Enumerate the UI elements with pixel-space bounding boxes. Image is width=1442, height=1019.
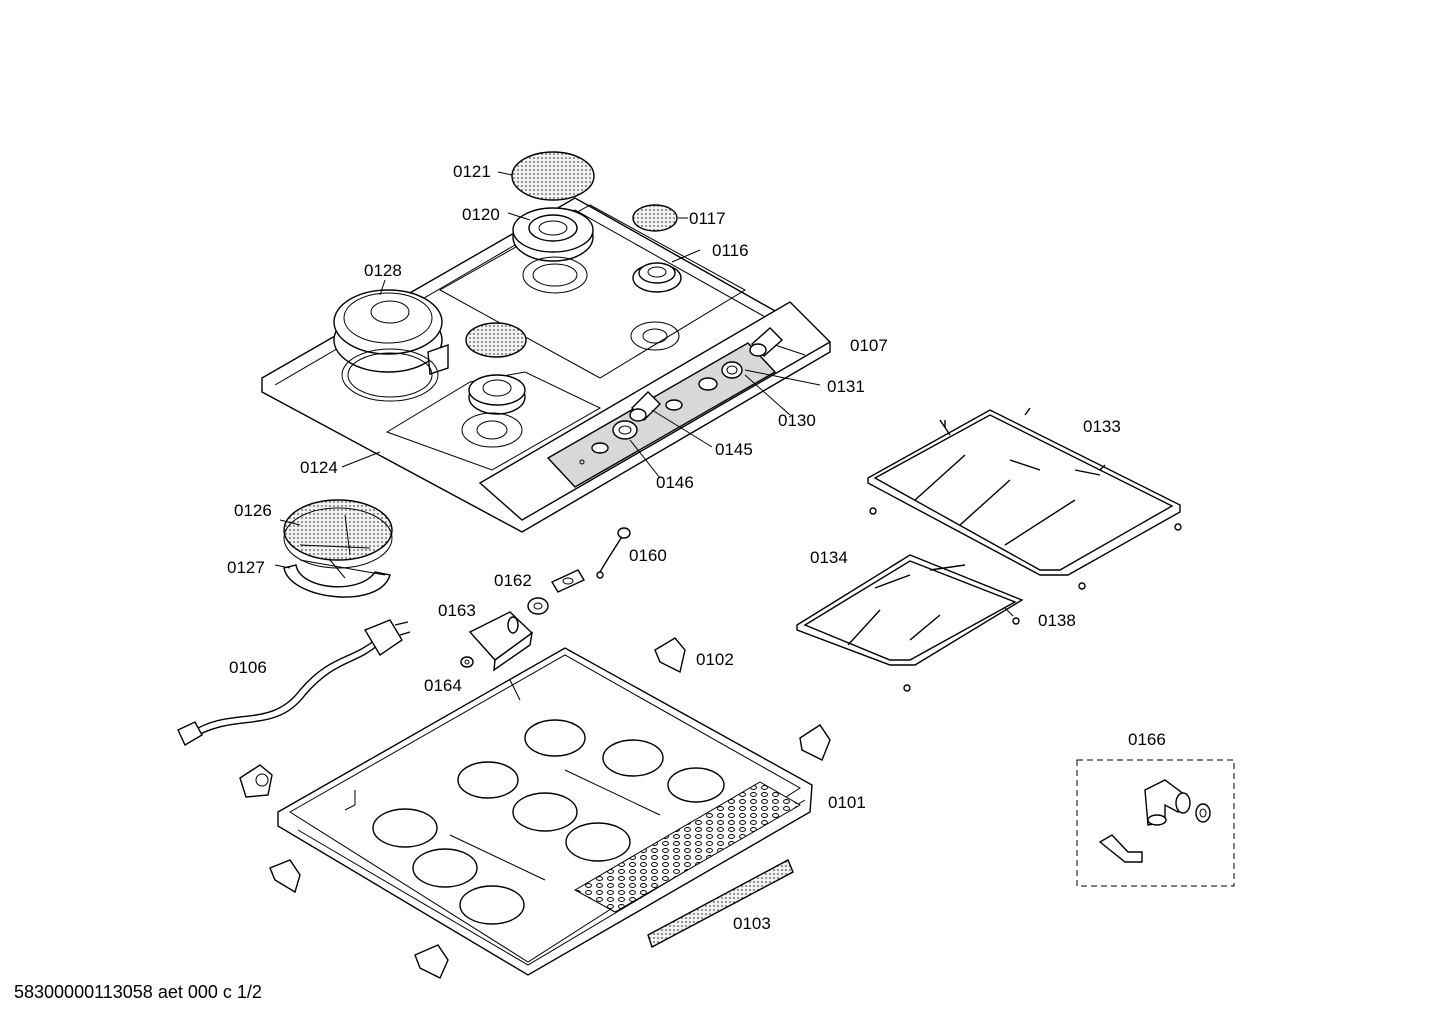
label-0127: 0127 bbox=[227, 558, 265, 577]
drawing-reference-footer: 58300000113058 aet 000 c 1/2 bbox=[14, 982, 262, 1002]
ignition-socket bbox=[239, 764, 273, 798]
clip-left bbox=[269, 859, 301, 894]
label-0146: 0146 bbox=[656, 473, 694, 492]
knob-0131 bbox=[721, 361, 743, 379]
knob-0145 bbox=[629, 391, 661, 422]
knob-0107 bbox=[749, 327, 784, 357]
label-0116: 0116 bbox=[712, 241, 749, 260]
label-0121: 0121 bbox=[453, 162, 491, 181]
thermocouple-0160 bbox=[596, 527, 631, 579]
leader-lines bbox=[274, 171, 1014, 617]
label-0120: 0120 bbox=[462, 205, 500, 224]
power-cord-0106 bbox=[177, 619, 411, 746]
label-0103: 0103 bbox=[733, 914, 771, 933]
label-0133: 0133 bbox=[1083, 417, 1121, 436]
washer-0164 bbox=[460, 656, 474, 668]
label-0163: 0163 bbox=[438, 601, 476, 620]
label-0145: 0145 bbox=[715, 440, 753, 459]
burner-cap-0117 bbox=[632, 204, 678, 232]
burner-0120 bbox=[512, 207, 594, 294]
label-0162: 0162 bbox=[494, 571, 532, 590]
gas-connector-kit-0166 bbox=[1076, 759, 1235, 887]
label-0126: 0126 bbox=[234, 501, 272, 520]
hotplate-ring-0127 bbox=[283, 559, 391, 598]
pan-support-0133 bbox=[867, 407, 1182, 590]
label-0102: 0102 bbox=[696, 650, 734, 669]
base-tray-0101 bbox=[277, 647, 813, 976]
washer-0162 bbox=[527, 597, 549, 615]
label-0134: 0134 bbox=[810, 548, 848, 567]
clip-right bbox=[799, 724, 831, 761]
knob-bezel-0146 bbox=[612, 420, 638, 440]
gas-tap-0163 bbox=[468, 611, 534, 672]
burner-cap-middle bbox=[465, 322, 527, 358]
hotplate-0126 bbox=[283, 499, 393, 569]
burner-front bbox=[461, 374, 526, 448]
hot-plate-0128 bbox=[333, 289, 449, 402]
label-0166: 0166 bbox=[1128, 730, 1166, 749]
label-0106: 0106 bbox=[229, 658, 267, 677]
seal-strip-0103 bbox=[647, 859, 794, 949]
label-0107: 0107 bbox=[850, 336, 888, 355]
clip-bottom bbox=[414, 944, 449, 979]
label-0101: 0101 bbox=[828, 793, 866, 812]
label-0138: 0138 bbox=[1038, 611, 1076, 630]
clip-0102 bbox=[654, 637, 686, 674]
label-0130: 0130 bbox=[778, 411, 816, 430]
bracket-0162 bbox=[550, 569, 586, 593]
label-0164: 0164 bbox=[424, 676, 462, 695]
label-0131: 0131 bbox=[827, 377, 865, 396]
label-0128: 0128 bbox=[364, 261, 402, 280]
burner-cap-0121 bbox=[511, 151, 595, 201]
pan-support-0134 bbox=[796, 554, 1024, 692]
label-0124: 0124 bbox=[300, 458, 338, 477]
burner-0116 bbox=[630, 262, 682, 351]
label-0117: 0117 bbox=[689, 209, 726, 228]
label-0160: 0160 bbox=[629, 546, 667, 565]
hob-cooktop-panel bbox=[261, 197, 832, 533]
